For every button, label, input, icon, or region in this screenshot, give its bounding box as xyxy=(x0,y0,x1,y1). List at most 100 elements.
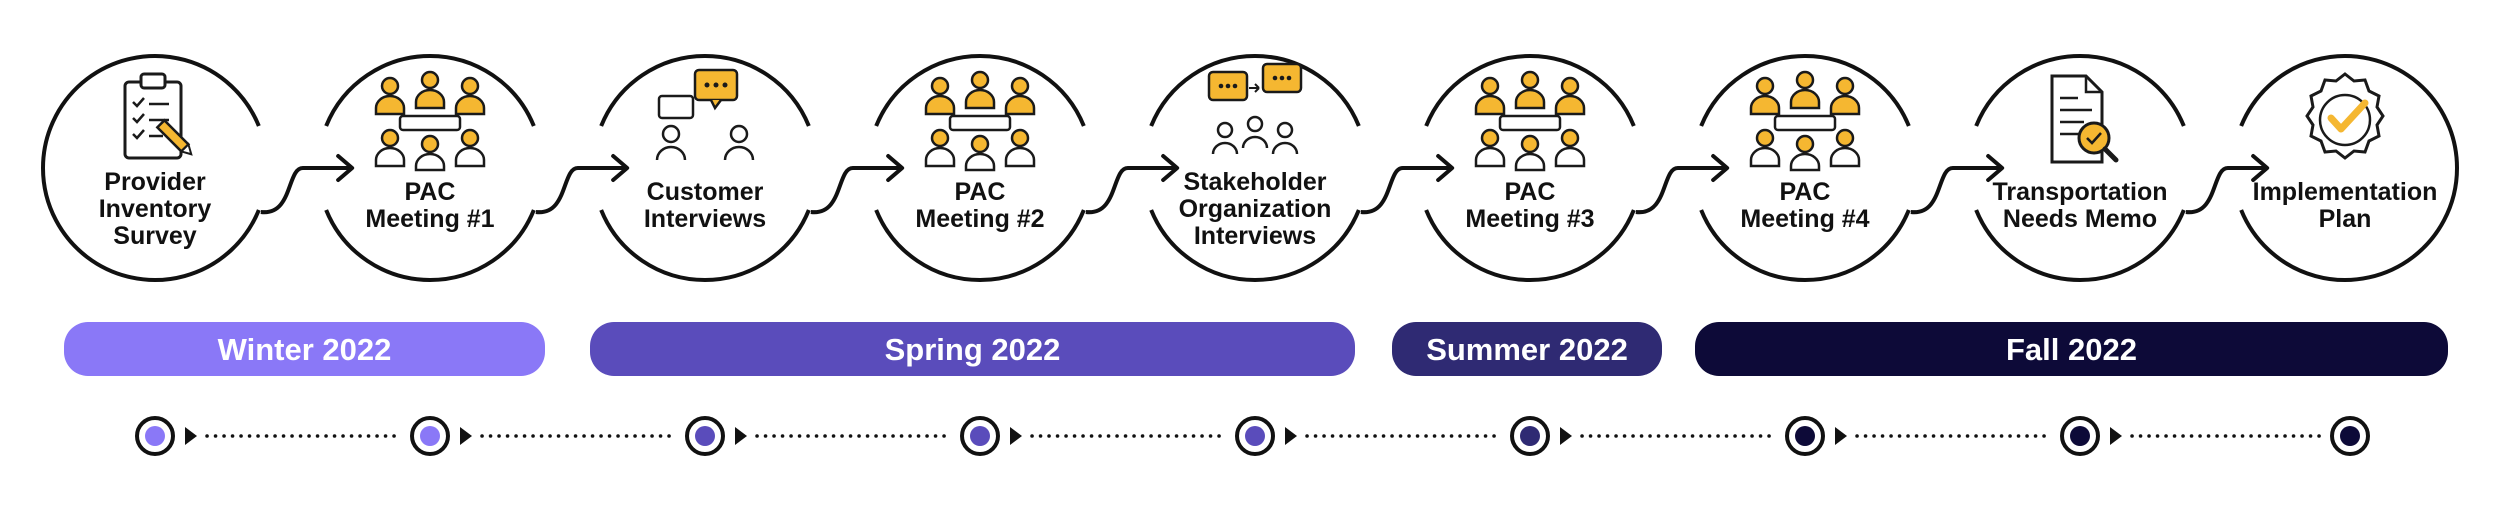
connector-arrowhead xyxy=(1436,154,1455,182)
timeline-arrow xyxy=(185,427,197,445)
timeline-marker xyxy=(685,416,725,456)
step-ring xyxy=(1149,54,1361,282)
step-label-line: PAC xyxy=(955,178,1006,206)
step-label-line: Needs Memo xyxy=(2003,205,2157,233)
team-meeting-icon xyxy=(1749,70,1861,172)
timeline-marker-dot xyxy=(2340,426,2360,446)
timeline-arrow xyxy=(460,427,472,445)
step-label-line: Interviews xyxy=(644,205,766,233)
connector-arrowhead xyxy=(886,154,905,182)
timeline-marker xyxy=(410,416,450,456)
connector-arrowhead xyxy=(1711,154,1730,182)
timeline-arrow xyxy=(735,427,747,445)
step-ring xyxy=(2239,54,2459,282)
clipboard-checklist-icon xyxy=(123,72,197,160)
timeline-marker-dot xyxy=(420,426,440,446)
connector-line xyxy=(1085,166,1178,214)
step-label-line: Inventory xyxy=(99,195,212,223)
season-bar-fall-2022: Fall 2022 xyxy=(1695,322,2448,376)
timeline-marker xyxy=(135,416,175,456)
connector-line xyxy=(1635,166,1728,214)
timeline-arrow xyxy=(1010,427,1022,445)
season-bar-fill xyxy=(590,322,1355,376)
step-label-line: Interviews xyxy=(1194,222,1316,250)
timeline-marker-dot xyxy=(1245,426,1265,446)
connector-arrowhead xyxy=(611,154,630,182)
season-bars: Winter 2022 Spring 2022 Summer 2022 Fall 20… xyxy=(64,322,2448,376)
connector-line xyxy=(1910,166,2003,214)
step-label-line: PAC xyxy=(1780,178,1831,206)
step-label-line: Meeting #4 xyxy=(1740,205,1869,233)
step-ring xyxy=(874,54,1086,282)
team-meeting-icon xyxy=(924,70,1036,172)
timeline-marker xyxy=(2330,416,2370,456)
timeline-marker-dot xyxy=(1795,426,1815,446)
document-review-icon xyxy=(2052,76,2116,162)
step-label-line: Transportation xyxy=(1992,178,2167,206)
timeline-marker-dot xyxy=(1520,426,1540,446)
timeline-arrow xyxy=(1560,427,1572,445)
step-ring xyxy=(1974,54,2186,282)
timeline-arrow xyxy=(2110,427,2122,445)
season-bar-spring-2022: Spring 2022 xyxy=(590,322,1355,376)
timeline-marker xyxy=(960,416,1000,456)
timeline-marker xyxy=(1510,416,1550,456)
step-ring xyxy=(599,54,811,282)
step-label-line: Stakeholder xyxy=(1183,168,1326,196)
conversation-icon xyxy=(655,68,755,162)
timeline-marker-dot xyxy=(2070,426,2090,446)
timeline-arrow xyxy=(1835,427,1847,445)
step-label-line: Meeting #3 xyxy=(1465,205,1594,233)
step-connectors xyxy=(260,154,2270,214)
team-meeting-icon xyxy=(1474,70,1586,172)
timeline-marker xyxy=(2060,416,2100,456)
timeline-marker xyxy=(1785,416,1825,456)
step-label-line: Meeting #2 xyxy=(915,205,1044,233)
timeline-marker xyxy=(1235,416,1275,456)
timeline xyxy=(135,416,2370,456)
season-label: Winter 2022 xyxy=(218,332,392,367)
check-badge-icon xyxy=(2307,74,2383,158)
season-label: Summer 2022 xyxy=(1426,332,1628,367)
step-ring xyxy=(1424,54,1636,282)
connector-arrowhead xyxy=(1161,154,1180,182)
step-label-line: Implementation xyxy=(2253,178,2438,206)
step-ring xyxy=(1699,54,1911,282)
season-label: Spring 2022 xyxy=(885,332,1061,367)
connector-arrowhead xyxy=(336,154,355,182)
connector-arrowhead xyxy=(1986,154,2005,182)
connector-line xyxy=(810,166,903,214)
team-meeting-icon xyxy=(374,70,486,172)
connector-line xyxy=(535,166,628,214)
step-ring xyxy=(324,54,536,282)
timeline-marker-dot xyxy=(970,426,990,446)
step-label-line: Survey xyxy=(113,222,196,250)
season-label: Fall 2022 xyxy=(2006,332,2137,367)
group-conversation-icon xyxy=(1207,62,1303,156)
step-label-line: Meeting #1 xyxy=(365,205,494,233)
season-bar-fill xyxy=(1392,322,1662,376)
step-ring xyxy=(41,54,261,282)
step-label-line: Organization xyxy=(1179,195,1332,223)
season-bar-summer-2022: Summer 2022 xyxy=(1392,322,1662,376)
step-label-line: Plan xyxy=(2319,205,2372,233)
season-bar-winter-2022: Winter 2022 xyxy=(64,322,545,376)
timeline-marker-dot xyxy=(695,426,715,446)
connector-line xyxy=(2185,166,2268,214)
